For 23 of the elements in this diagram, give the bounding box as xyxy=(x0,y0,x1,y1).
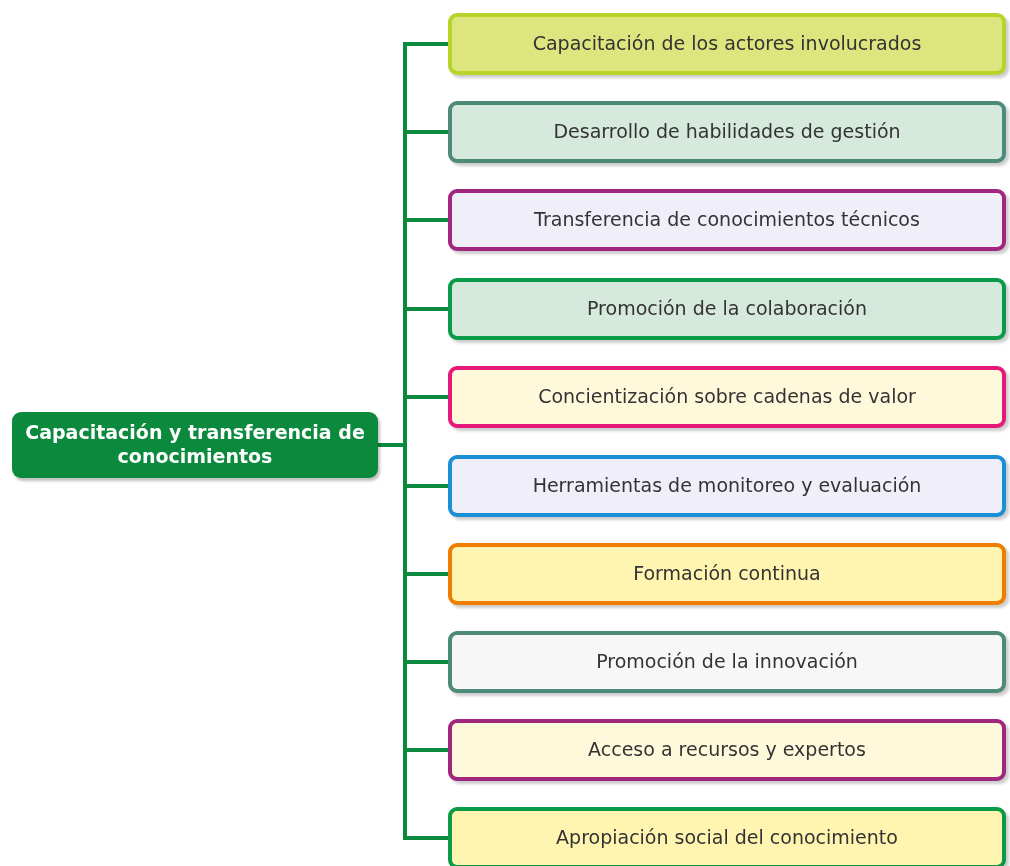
connector-line xyxy=(378,443,448,840)
item-box xyxy=(448,366,1006,428)
item-box xyxy=(448,631,1006,693)
item-label: Herramientas de monitoreo y evaluación xyxy=(532,474,922,498)
item-box xyxy=(448,189,1006,251)
item-label: Apropiación social del conocimiento xyxy=(556,826,898,850)
item-box xyxy=(448,101,1006,163)
item-label: Formación continua xyxy=(633,562,821,586)
item-box xyxy=(448,807,1006,866)
item-label: Concientización sobre cadenas de valor xyxy=(538,385,916,409)
item-label: Desarrollo de habilidades de gestión xyxy=(553,120,901,144)
item-box xyxy=(448,13,1006,75)
item-label: Capacitación de los actores involucrados xyxy=(532,32,922,56)
item-label: Promoción de la innovación xyxy=(596,650,858,674)
item-label: Acceso a recursos y expertos xyxy=(588,738,866,762)
item-box xyxy=(448,719,1006,781)
item-box xyxy=(448,543,1006,605)
item-box xyxy=(448,455,1006,517)
item-label: Promoción de la colaboración xyxy=(587,297,867,321)
item-label: Transferencia de conocimientos técnicos xyxy=(534,208,920,232)
item-box xyxy=(448,278,1006,340)
topic-box xyxy=(12,412,378,478)
topic-title: Capacitación y transferencia de conocimientos xyxy=(24,421,366,469)
